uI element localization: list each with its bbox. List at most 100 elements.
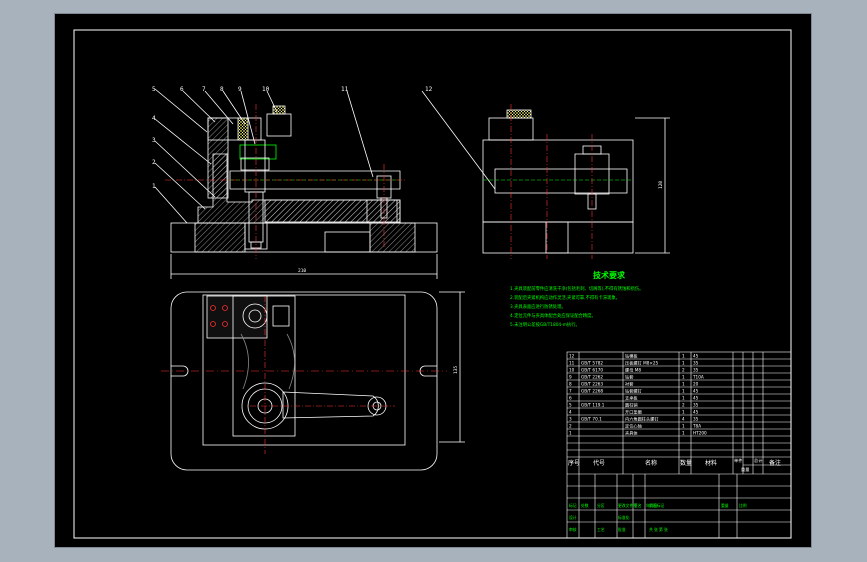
front-section-view: [154, 88, 438, 279]
bom-header-mass: 重量: [741, 466, 749, 473]
dim-overall-width: 210: [298, 268, 306, 274]
dim-plan-height: 135: [453, 366, 459, 374]
balloon-9: 9: [238, 86, 242, 93]
bom-cell-name: 夹具体: [625, 430, 638, 437]
bom-cell-no: 12: [569, 354, 575, 359]
bom-cell-material: 35: [693, 417, 699, 422]
bom-cell-code: GB/T 5782: [581, 361, 603, 366]
bom-cell-no: 4: [569, 410, 572, 415]
sign-label: 更改文件号: [618, 503, 637, 508]
tech-req-line: 1.夹具装配前零件应清洗干净(包括毛刺、切屑等),不得有锈蚀和损伤。: [510, 285, 643, 292]
bom-header-unit: 单件: [734, 457, 742, 464]
bom-cell-material: 20: [693, 382, 699, 387]
bom-cell-no: 6: [569, 396, 572, 401]
plan-view: [161, 291, 465, 471]
bom-cell-no: 9: [569, 375, 572, 380]
bom-header-name: 名称: [645, 459, 657, 467]
bom-cell-no: 3: [569, 417, 572, 422]
sign-label: 年月日: [646, 503, 658, 508]
bom-cell-qty: 1: [682, 389, 685, 394]
balloon-7: 7: [202, 86, 206, 93]
balloon-5: 5: [152, 86, 156, 93]
tech-req-line: 3.夹具表面应进行防锈处理。: [510, 303, 566, 310]
sign-label: 处数: [581, 503, 589, 508]
drawing-frame: [73, 29, 792, 539]
bom-cell-name: 钻套: [625, 374, 634, 381]
bom-cell-no: 7: [569, 389, 572, 394]
bom-headers: 序号 代号 名称 数量 材料 单件 总计 重量 备注: [568, 457, 781, 473]
stage-label: 比例: [739, 503, 747, 508]
bom-cell-qty: 1: [682, 375, 685, 380]
bom-header-total: 总计: [754, 457, 762, 464]
bom-cell-qty: 1: [682, 354, 685, 359]
sign-label: 签名: [634, 503, 642, 508]
drawing-sheet: 5 6 7 8 9 10 4 3 2 1 11 12 210 120 技术要求: [54, 13, 812, 548]
bom-header-code: 代号: [593, 459, 605, 467]
stage-label: 重量: [721, 503, 729, 508]
bom-cell-code: GB/T 2268: [581, 389, 603, 394]
bom-header-qty: 数量: [680, 459, 692, 467]
role-label: 批准: [618, 527, 626, 532]
technical-requirements: 技术要求 1.夹具装配前零件应清洗干净(包括毛刺、切屑等),不得有锈蚀和损伤。 …: [510, 270, 643, 328]
stage-label: 阶段标记: [649, 503, 664, 508]
bom-cell-code: GB/T 119.1: [581, 403, 605, 408]
tech-req-line: 5.未注明公差按GB/T1804-m执行。: [510, 321, 580, 328]
bom-cell-name: 支承板: [625, 395, 638, 402]
role-label: 标准化: [618, 515, 630, 520]
part-balloons: 5 6 7 8 9 10 4 3 2 1 11 12: [152, 86, 433, 190]
bom-cell-material: HT200: [693, 431, 707, 436]
bom-header-material: 材料: [705, 459, 717, 467]
balloon-4: 4: [152, 115, 156, 122]
bom-cell-material: 35: [693, 361, 699, 366]
role-label: 设计: [569, 515, 577, 520]
bom-cell-qty: 1: [682, 396, 685, 401]
bom-header-seq: 序号: [568, 459, 580, 467]
bom-cell-no: 1: [569, 431, 572, 436]
bom-cell-qty: 2: [682, 368, 685, 373]
bom-cell-material: 45: [693, 389, 699, 394]
bom-cell-no: 5: [569, 403, 572, 408]
balloon-2: 2: [152, 159, 156, 166]
bom-cell-material: 35: [693, 403, 699, 408]
bom-cell-material: 45: [693, 410, 699, 415]
balloon-1: 1: [152, 183, 156, 190]
bom-cell-code: GB/T 70.1: [581, 417, 602, 422]
bom-cell-code: GB/T 2263: [581, 382, 603, 387]
bom-header-remarks: 备注: [769, 459, 781, 467]
bom-cell-material: T10A: [692, 375, 704, 380]
role-label: 工艺: [597, 527, 605, 532]
role-label: 审核: [569, 527, 577, 532]
bom-cell-name: 螺母 M8: [625, 367, 641, 374]
bom-cell-no: 8: [569, 382, 572, 387]
bom-cell-name: 定位心轴: [625, 423, 642, 430]
bom-cell-material: 45: [693, 354, 699, 359]
revision-labels: 标记 处数 分区 更改文件号 签名 年月日 设计 审核 工艺 标准化 批准 阶段…: [569, 503, 747, 532]
balloon-12: 12: [425, 86, 433, 93]
bom-cell-qty: 1: [682, 410, 685, 415]
side-view: [421, 90, 670, 259]
bom-cell-name: 钻套螺钉: [625, 388, 643, 395]
bom-cell-name: 圆柱销: [625, 402, 638, 409]
balloon-11: 11: [341, 86, 349, 93]
tech-req-title: 技术要求: [593, 270, 626, 280]
sign-label: 标记: [569, 503, 577, 508]
bom-cell-no: 2: [569, 424, 572, 429]
bom-cell-no: 10: [569, 368, 575, 373]
bom-cell-no: 11: [569, 361, 575, 366]
bom-cell-name: 开口垫圈: [625, 409, 642, 416]
balloon-3: 3: [152, 137, 156, 144]
sheet-label: 共 张 第 张: [649, 527, 668, 532]
balloon-8: 8: [220, 86, 224, 93]
title-block: [566, 351, 792, 539]
bom-cell-material: 45: [693, 396, 699, 401]
bom-cell-qty: 1: [682, 431, 685, 436]
balloon-10: 10: [262, 86, 270, 93]
tech-req-line: 4.定位元件与夹具体配合处应保证配合精度。: [510, 312, 596, 319]
bom-cell-name: 衬套: [625, 381, 634, 388]
bom-cell-name: 压板螺钉 M8×25: [625, 360, 659, 367]
sign-label: 分区: [597, 503, 605, 508]
bom-cell-name: 钻模板: [625, 353, 638, 360]
bom-cell-qty: 1: [682, 424, 685, 429]
bom-cell-material: 35: [693, 368, 699, 373]
